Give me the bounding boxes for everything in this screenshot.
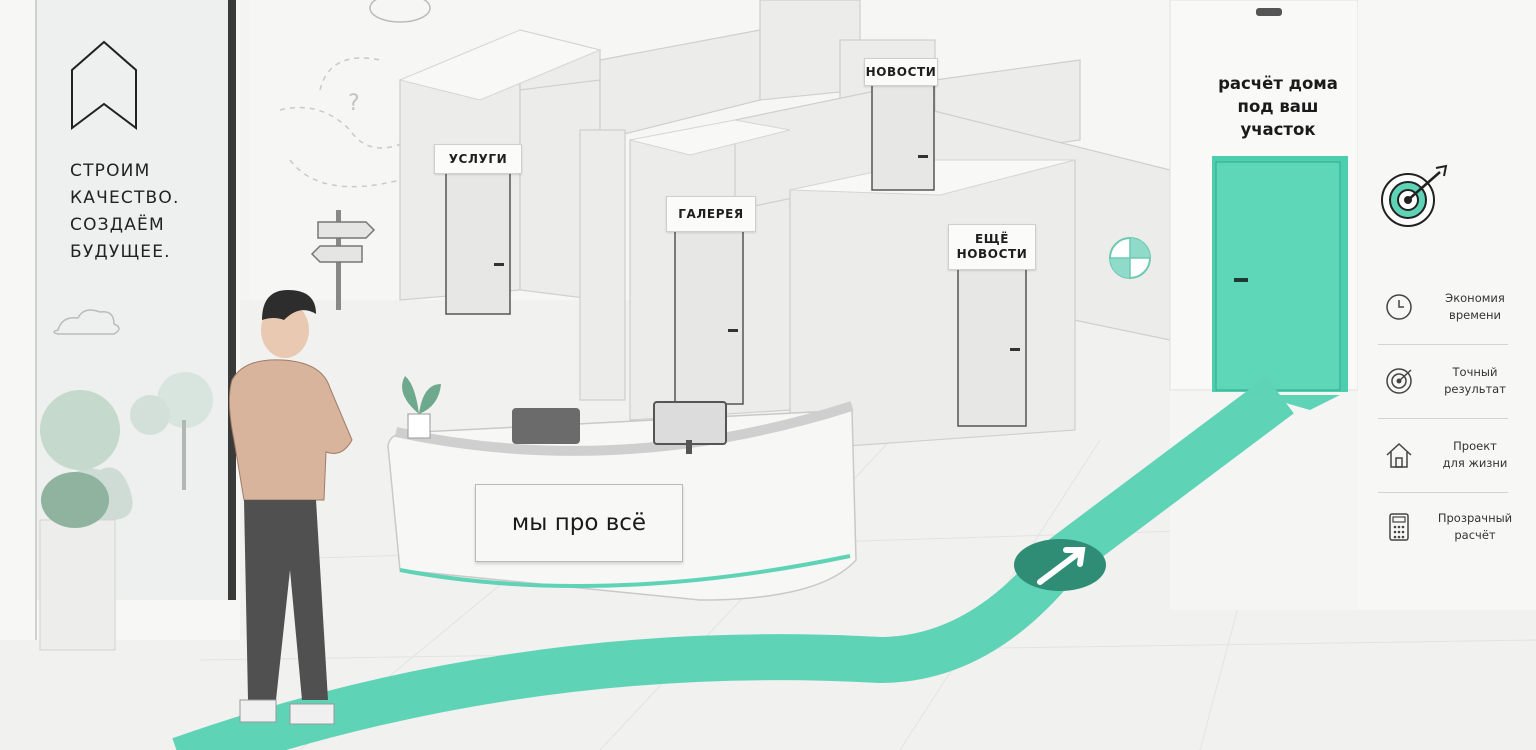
clock-icon bbox=[1386, 294, 1412, 320]
calculator-icon bbox=[1389, 513, 1409, 541]
target-icon bbox=[1386, 368, 1412, 394]
services-sign[interactable]: УСЛУГИ bbox=[434, 144, 522, 174]
svg-text:?: ? bbox=[348, 91, 360, 116]
house-icon bbox=[1386, 442, 1412, 468]
divider bbox=[1378, 418, 1508, 419]
target-goal-icon bbox=[1381, 164, 1448, 227]
man-figure bbox=[228, 290, 353, 725]
feature-text: Прозрачный расчёт bbox=[1437, 511, 1513, 542]
company-slogan: СТРОИМ КАЧЕСТВО. СОЗДАЁМ БУДУЩЕЕ. bbox=[70, 161, 180, 262]
calc-door-title[interactable]: расчёт дома под ваш участок bbox=[1218, 74, 1338, 139]
gallery-sign[interactable]: ГАЛЕРЕЯ bbox=[666, 196, 756, 232]
feature-project-for-life: Проект для жизни bbox=[1378, 439, 1518, 510]
feature-text: Экономия времени bbox=[1445, 291, 1505, 322]
news-sign[interactable]: НОВОСТИ bbox=[864, 58, 938, 86]
feature-text: Точный результат bbox=[1444, 365, 1506, 396]
divider bbox=[1378, 344, 1508, 345]
divider bbox=[1378, 492, 1508, 493]
reception-sign: мы про всё bbox=[475, 484, 683, 562]
more-news-sign[interactable]: ЕЩЁ НОВОСТИ bbox=[948, 224, 1036, 270]
feature-text: Проект для жизни bbox=[1442, 439, 1508, 470]
logo-icon bbox=[71, 40, 137, 130]
feature-transparent-calc: Прозрачный расчёт bbox=[1378, 511, 1518, 582]
feature-accurate-result: Точный результат bbox=[1378, 365, 1518, 436]
feature-time-saving: Экономия времени bbox=[1378, 291, 1518, 362]
